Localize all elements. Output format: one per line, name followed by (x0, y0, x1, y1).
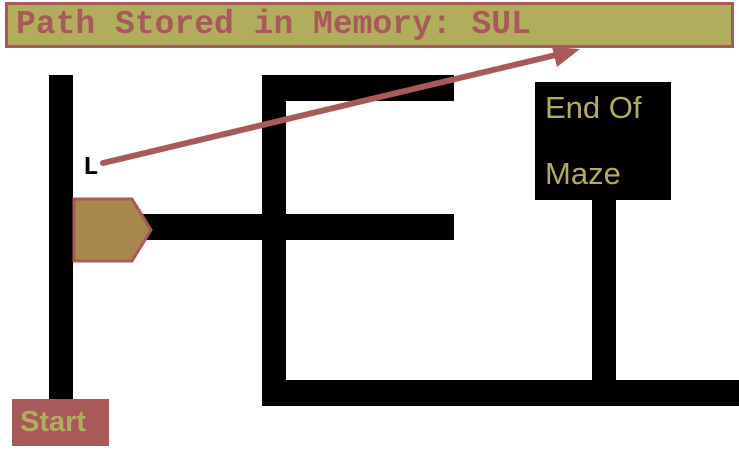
maze-wall-bottom-horizontal (262, 380, 739, 406)
maze-wall-middle-horizontal (140, 214, 454, 240)
maze-wall-center-vertical (262, 75, 286, 406)
memory-path-banner: Path Stored in Memory: SUL (5, 2, 734, 48)
maze-wall-right-vertical (592, 195, 616, 395)
robot-icon (72, 197, 153, 263)
maze-wall-left-vertical (49, 75, 73, 400)
end-of-maze-box: End Of Maze (535, 82, 671, 200)
memory-path-prefix: Path Stored in Memory: (16, 6, 472, 43)
current-move-label: L (83, 152, 99, 182)
memory-pointer-arrow-line (100, 51, 563, 166)
start-label: Start (12, 399, 109, 446)
memory-pointer-arrowhead-icon (552, 47, 580, 67)
end-label-line-2: Maze (545, 156, 621, 191)
memory-path-value: SUL (471, 6, 531, 43)
end-label-line-1: End Of (545, 90, 642, 125)
